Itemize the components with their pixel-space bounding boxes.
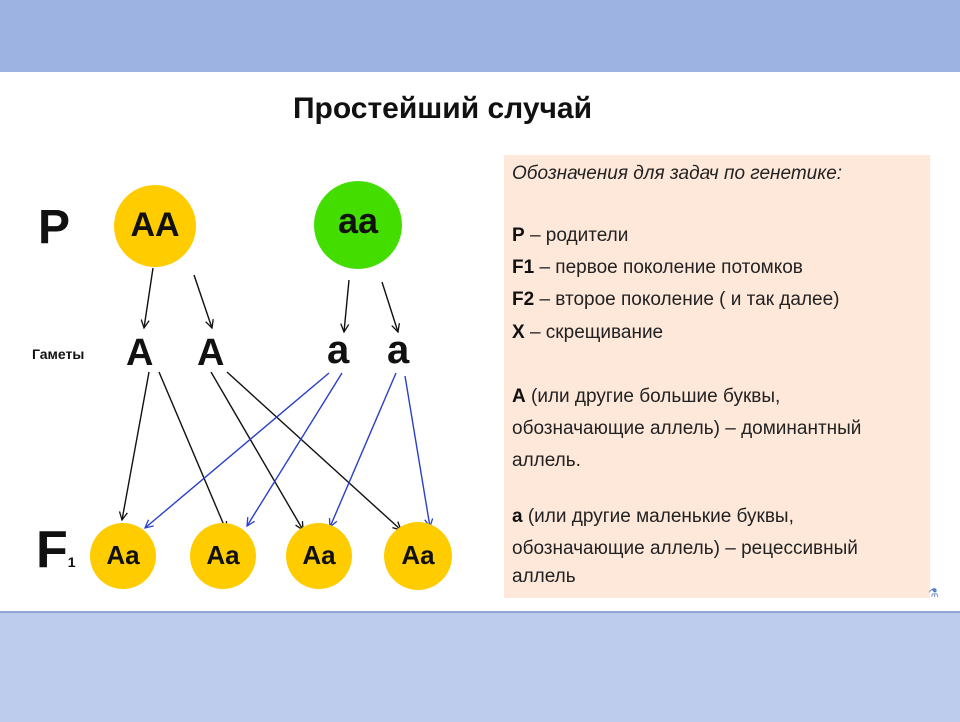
top-band — [0, 0, 960, 72]
legend-key: a — [512, 506, 523, 527]
row-label-p: P — [38, 201, 71, 254]
offspring-circle — [286, 523, 352, 589]
arrow — [247, 372, 343, 526]
bottom-band — [0, 611, 960, 722]
offspring-circle — [384, 522, 452, 590]
offspring-genotype: Aa — [106, 540, 140, 570]
legend-key: F1 — [512, 257, 535, 278]
legend-key: X — [512, 322, 525, 343]
legend-text: – второе поколение ( и так далее) — [534, 289, 840, 310]
legend-dominant: A (или другие большие буквы, — [512, 386, 780, 408]
legend-text: аллель. — [512, 450, 581, 471]
legend-text: (или другие большие буквы, — [525, 386, 781, 407]
legend-recessive: a (или другие маленькие буквы, — [512, 506, 794, 528]
legend-key: P — [512, 225, 525, 246]
arrow — [344, 279, 350, 332]
row-label-gametes: Гаметы — [32, 346, 85, 362]
legend-item: P – родители — [512, 225, 628, 247]
legend-item: F1 – первое поколение потомков — [512, 257, 803, 279]
offspring-genotype: Aa — [302, 540, 336, 570]
gamete: A — [197, 332, 225, 374]
arrow — [210, 371, 303, 530]
legend-key: F2 — [512, 289, 535, 310]
arrow — [381, 281, 398, 332]
legend-text: аллель — [512, 566, 576, 587]
gamete: a — [387, 328, 410, 372]
offspring-genotype: Aa — [206, 540, 240, 570]
legend-key: A — [512, 386, 526, 407]
arrow — [193, 274, 212, 328]
offspring-circle — [90, 523, 156, 589]
legend-text: – скрещивание — [524, 322, 664, 343]
arrow — [122, 371, 150, 520]
parent-circle-AA — [114, 185, 196, 267]
arrow — [144, 267, 154, 328]
legend-box: Обозначения для задач по генетике: P – р… — [504, 155, 930, 598]
parent-circle-aa — [314, 181, 402, 269]
legend-text: обозначающие аллель) – рецессивный — [512, 538, 858, 559]
row-label-f1: F1 — [36, 520, 76, 580]
decorative-figure-icon: ⚗ — [928, 586, 939, 600]
legend-text: – первое поколение потомков — [534, 257, 803, 278]
legend-item: X – скрещивание — [512, 322, 663, 344]
arrow — [226, 371, 401, 530]
f1-letter: F — [36, 521, 68, 579]
parent-genotype: AA — [130, 206, 180, 244]
legend-text: – родители — [524, 225, 629, 246]
arrow — [404, 375, 430, 527]
arrow — [158, 371, 226, 530]
arrow — [145, 372, 330, 528]
slide-title: Простейший случай — [292, 92, 593, 125]
offspring-circle — [190, 523, 256, 589]
arrow — [330, 372, 397, 527]
offspring-genotype: Aa — [401, 540, 435, 570]
legend-text: (или другие маленькие буквы, — [522, 506, 794, 527]
gamete: a — [327, 328, 350, 372]
legend-heading: Обозначения для задач по генетике: — [512, 163, 843, 184]
parent-genotype: aa — [337, 200, 379, 241]
legend-item: F2 – второе поколение ( и так далее) — [512, 289, 840, 311]
legend-text: обозначающие аллель) – доминантный — [512, 418, 862, 439]
f1-subscript: 1 — [67, 554, 76, 570]
gamete: A — [126, 332, 154, 374]
